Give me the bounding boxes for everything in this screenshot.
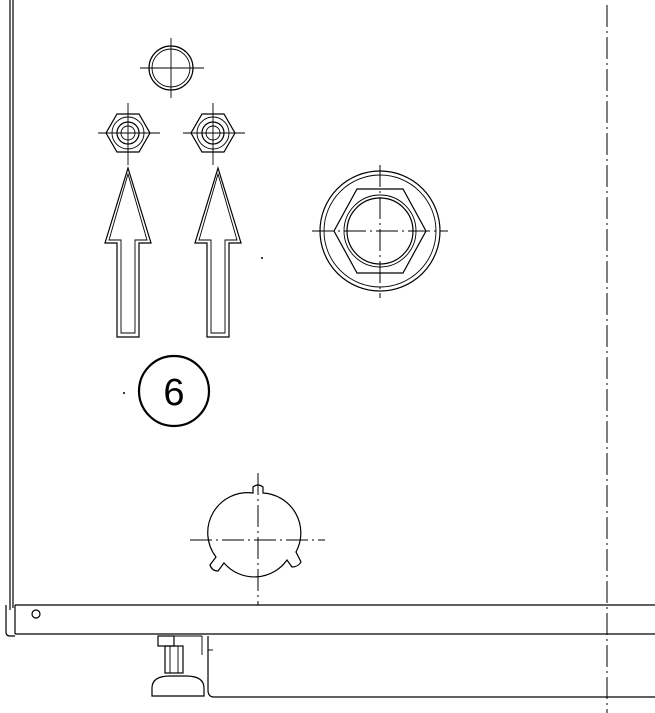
adjustable-foot <box>151 635 205 697</box>
callout-6: 6 <box>137 354 211 428</box>
cable-gland <box>190 473 325 605</box>
mounting-hole <box>31 609 41 619</box>
arrow-right <box>194 165 242 338</box>
cabinet-left-edge <box>9 0 14 610</box>
hex-connection-left <box>98 103 160 165</box>
dot-mark <box>261 257 263 259</box>
dot-mark <box>123 392 125 394</box>
lower-frame <box>207 636 655 698</box>
large-hex-fitting <box>312 165 448 298</box>
base-plate <box>5 604 655 637</box>
hex-connection-right <box>183 103 245 165</box>
callout-label: 6 <box>163 372 184 414</box>
top-fitting <box>140 38 204 98</box>
arrow-left <box>104 165 152 338</box>
